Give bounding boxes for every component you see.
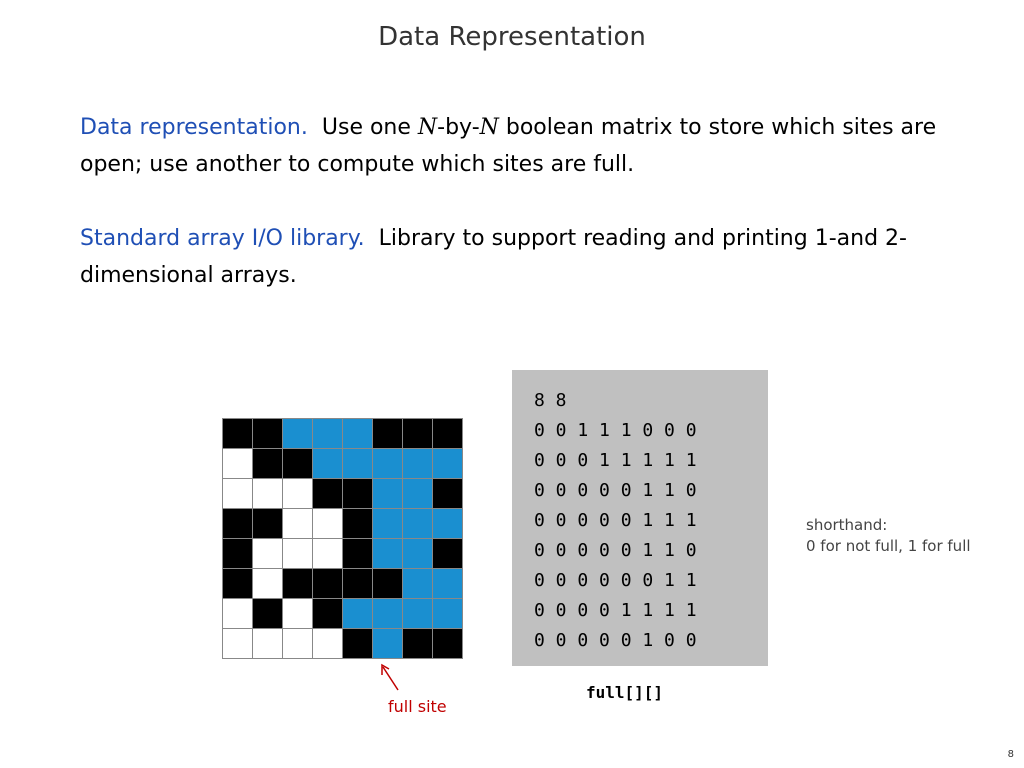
grid-cell-open <box>253 629 283 659</box>
grid-cell-full <box>373 539 403 569</box>
matrix-row: 0 0 0 1 1 1 1 1 <box>534 450 697 471</box>
grid-cell-open <box>313 539 343 569</box>
grid-cell-full <box>403 449 433 479</box>
grid-cell-blocked <box>223 569 253 599</box>
n-variable: N <box>479 115 499 140</box>
grid-cell-full <box>433 509 463 539</box>
grid-cell-full <box>313 419 343 449</box>
grid-cell-open <box>283 599 313 629</box>
grid-cell-full <box>283 419 313 449</box>
matrix-row: 0 0 0 0 0 1 1 1 <box>534 510 697 531</box>
grid-cell-full <box>403 539 433 569</box>
para1-text-3: boolean matrix to store which sites are … <box>80 115 937 177</box>
grid-cell-full <box>403 479 433 509</box>
para2-body: Library to support reading and printing … <box>80 226 907 288</box>
grid-cell-blocked <box>223 419 253 449</box>
full-matrix-caption: full[][] <box>586 683 664 702</box>
para1-text-2: -by- <box>437 115 480 140</box>
grid-cell-blocked <box>343 539 373 569</box>
grid-cell-blocked <box>223 509 253 539</box>
grid-cell-open <box>313 629 343 659</box>
array-io-lead: Standard array I/O library. <box>80 226 365 251</box>
slide-title: Data Representation <box>378 22 646 52</box>
grid-cell-blocked <box>343 509 373 539</box>
grid-cell-full <box>343 419 373 449</box>
page-number: 8 <box>1007 749 1014 760</box>
grid-cell-blocked <box>283 449 313 479</box>
n-variable: N <box>417 115 438 140</box>
matrix-row: 0 0 0 0 0 1 1 0 <box>534 540 697 561</box>
grid-cell-open <box>253 479 283 509</box>
data-representation-lead: Data representation. <box>80 115 308 140</box>
grid-cell-full <box>343 449 373 479</box>
grid-cell-blocked <box>283 569 313 599</box>
grid-cell-open <box>283 539 313 569</box>
grid-cell-open <box>253 569 283 599</box>
shorthand-line-2: 0 for not full, 1 for full <box>806 537 971 555</box>
grid-cell-full <box>433 599 463 629</box>
grid-cell-full <box>373 599 403 629</box>
grid-cell-blocked <box>373 419 403 449</box>
matrix-row: 0 0 0 0 0 0 1 1 <box>534 570 697 591</box>
grid-cell-blocked <box>223 539 253 569</box>
matrix-row: 0 0 0 0 1 1 1 1 <box>534 600 697 621</box>
grid-cell-full <box>403 569 433 599</box>
grid-cell-blocked <box>433 479 463 509</box>
grid-cell-blocked <box>313 599 343 629</box>
grid-cell-blocked <box>433 419 463 449</box>
grid-cell-blocked <box>313 479 343 509</box>
grid-cell-blocked <box>433 539 463 569</box>
shorthand-note: shorthand: 0 for not full, 1 for full <box>806 515 971 557</box>
grid-cell-full <box>373 509 403 539</box>
grid-cell-blocked <box>343 479 373 509</box>
grid-cell-full <box>343 599 373 629</box>
grid-cell-open <box>283 479 313 509</box>
matrix-row: 0 0 0 0 0 1 1 0 <box>534 480 697 501</box>
grid-cell-open <box>223 479 253 509</box>
grid-cell-full <box>403 509 433 539</box>
grid-cell-blocked <box>253 599 283 629</box>
grid-cell-full <box>313 449 343 479</box>
grid-cell-blocked <box>403 419 433 449</box>
matrix-row: 0 0 0 0 0 1 0 0 <box>534 630 697 651</box>
para1-text-1: Use one <box>321 115 418 140</box>
percolation-grid <box>222 418 463 659</box>
grid-cell-open <box>223 629 253 659</box>
grid-cell-full <box>433 569 463 599</box>
grid-cell-blocked <box>343 629 373 659</box>
grid-cell-blocked <box>343 569 373 599</box>
grid-cell-blocked <box>253 419 283 449</box>
grid-cell-full <box>373 449 403 479</box>
grid-cell-blocked <box>433 629 463 659</box>
matrix-dimensions-row: 8 8 <box>534 390 567 411</box>
full-site-arrow-icon <box>381 663 399 691</box>
grid-cell-blocked <box>253 449 283 479</box>
grid-cell-full <box>373 629 403 659</box>
data-representation-paragraph: Data representation. Use one N-by-N bool… <box>80 109 940 183</box>
grid-cell-open <box>253 539 283 569</box>
grid-cell-blocked <box>403 629 433 659</box>
full-matrix-panel: 8 8 0 0 1 1 1 0 0 0 0 0 0 1 1 1 1 1 0 0 0 0… <box>512 370 768 666</box>
array-io-paragraph: Standard array I/O library. Library to s… <box>80 220 940 294</box>
grid-cell-blocked <box>373 569 403 599</box>
shorthand-line-1: shorthand: <box>806 516 888 534</box>
grid-cell-open <box>223 449 253 479</box>
grid-cell-open <box>283 509 313 539</box>
grid-cell-full <box>403 599 433 629</box>
grid-cell-open <box>313 509 343 539</box>
full-site-label: full site <box>388 697 447 716</box>
matrix-row: 0 0 1 1 1 0 0 0 <box>534 420 697 441</box>
grid-cell-full <box>433 449 463 479</box>
grid-cell-blocked <box>313 569 343 599</box>
grid-cell-open <box>223 599 253 629</box>
grid-cell-open <box>283 629 313 659</box>
grid-cell-full <box>373 479 403 509</box>
grid-cell-blocked <box>253 509 283 539</box>
